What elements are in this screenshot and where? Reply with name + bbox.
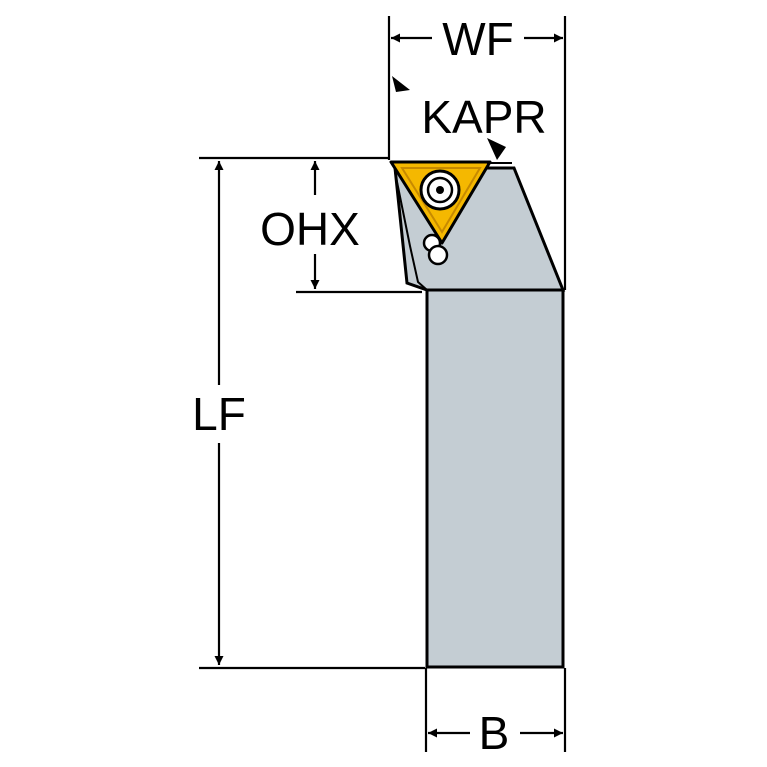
wf-label: WF <box>442 13 514 65</box>
lf-label: LF <box>192 388 246 440</box>
kapr-arrow-bottom <box>487 138 506 160</box>
b-label: B <box>479 707 510 759</box>
kapr-arrow-top <box>392 76 410 92</box>
clamp-pin <box>422 233 449 266</box>
torx-screw-icon <box>419 169 461 211</box>
ohx-label: OHX <box>260 203 360 255</box>
kapr-label: KAPR <box>421 91 546 143</box>
shank-body <box>425 288 565 669</box>
insert-seat <box>394 171 428 291</box>
